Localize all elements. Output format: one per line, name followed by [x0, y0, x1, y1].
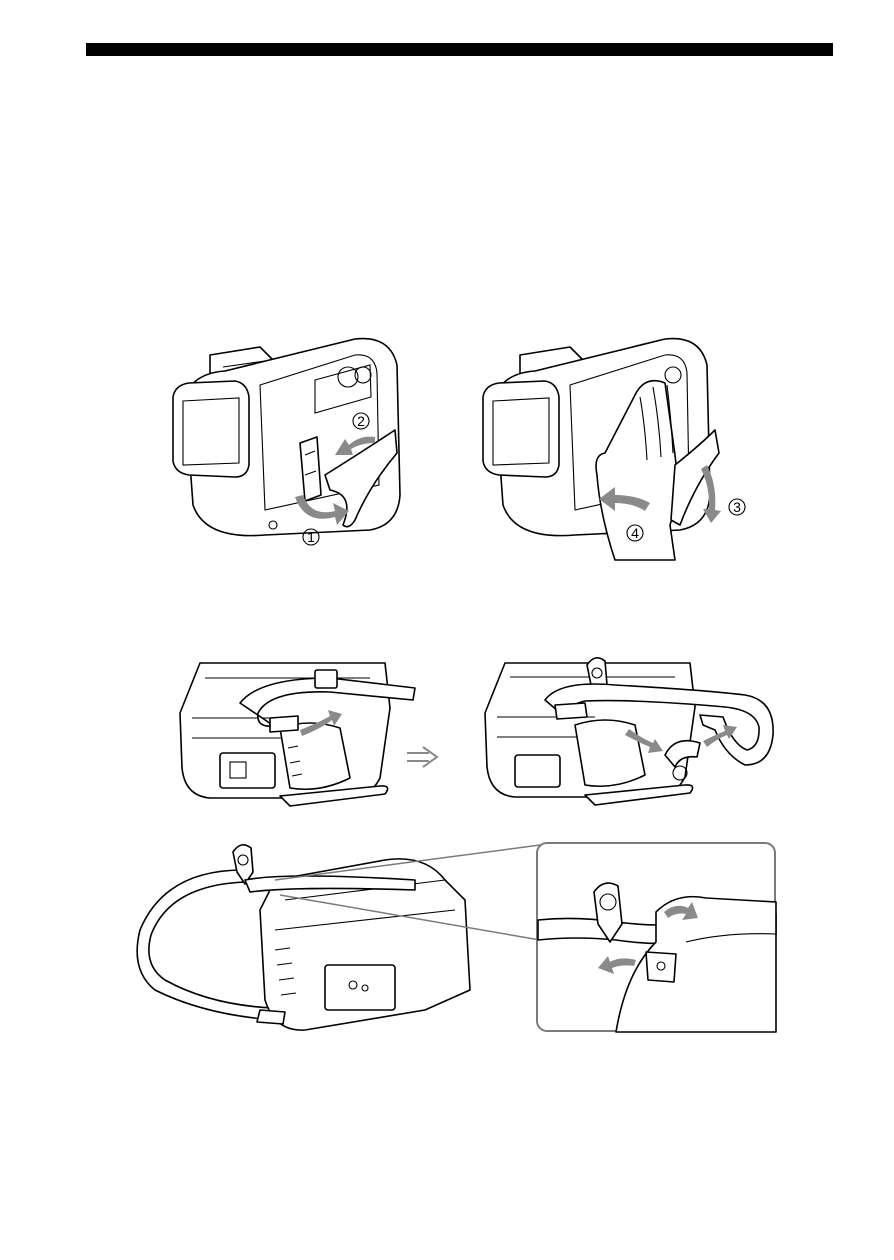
strap-threading-right-illustration [475, 655, 785, 815]
housing-step-1-2-illustration: 2 1 [165, 325, 425, 560]
magnified-inset [536, 842, 776, 1032]
step-1-label: 1 [307, 529, 315, 545]
step-3-label: 3 [733, 499, 741, 515]
double-arrow-icon [405, 745, 441, 769]
inset-connector [270, 840, 550, 950]
strap-threading-left-illustration [170, 658, 420, 808]
housing-step-3-4-illustration: 3 4 [475, 325, 765, 565]
step-2-label: 2 [357, 413, 365, 429]
header-rule [86, 43, 833, 56]
step-4-label: 4 [631, 525, 639, 541]
